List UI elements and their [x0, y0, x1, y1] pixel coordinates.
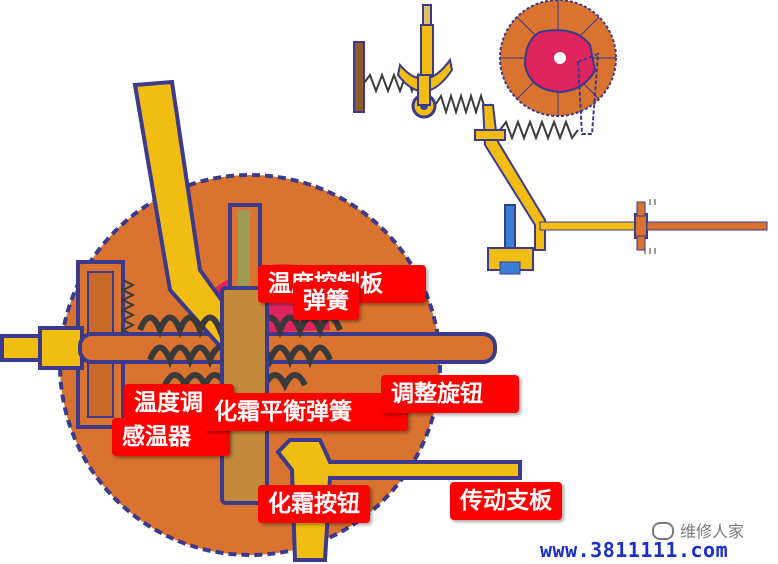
label-drive-plate: 传动支板 — [450, 482, 562, 520]
label-adjust-knob: 调整旋钮 — [381, 375, 519, 413]
label-spring: 弹簧 — [293, 282, 359, 320]
upper-mechanism — [353, 0, 768, 275]
chat-bubble-icon — [652, 521, 674, 540]
defrost-column — [220, 203, 269, 505]
adjust-shaft — [78, 332, 497, 364]
label-sensor: 感温器 — [112, 418, 230, 456]
label-defrost-balance-spring: 化霜平衡弹簧 — [204, 393, 408, 431]
left-shaft — [0, 326, 84, 370]
drive-plate-shape — [275, 438, 522, 562]
label-defrost-button: 化霜按钮 — [258, 485, 370, 523]
watermark-brand-text: 维修人家 — [680, 522, 745, 541]
watermark-brand: 维修人家 — [652, 518, 744, 542]
watermark-url: www.3811111.com — [540, 538, 729, 562]
